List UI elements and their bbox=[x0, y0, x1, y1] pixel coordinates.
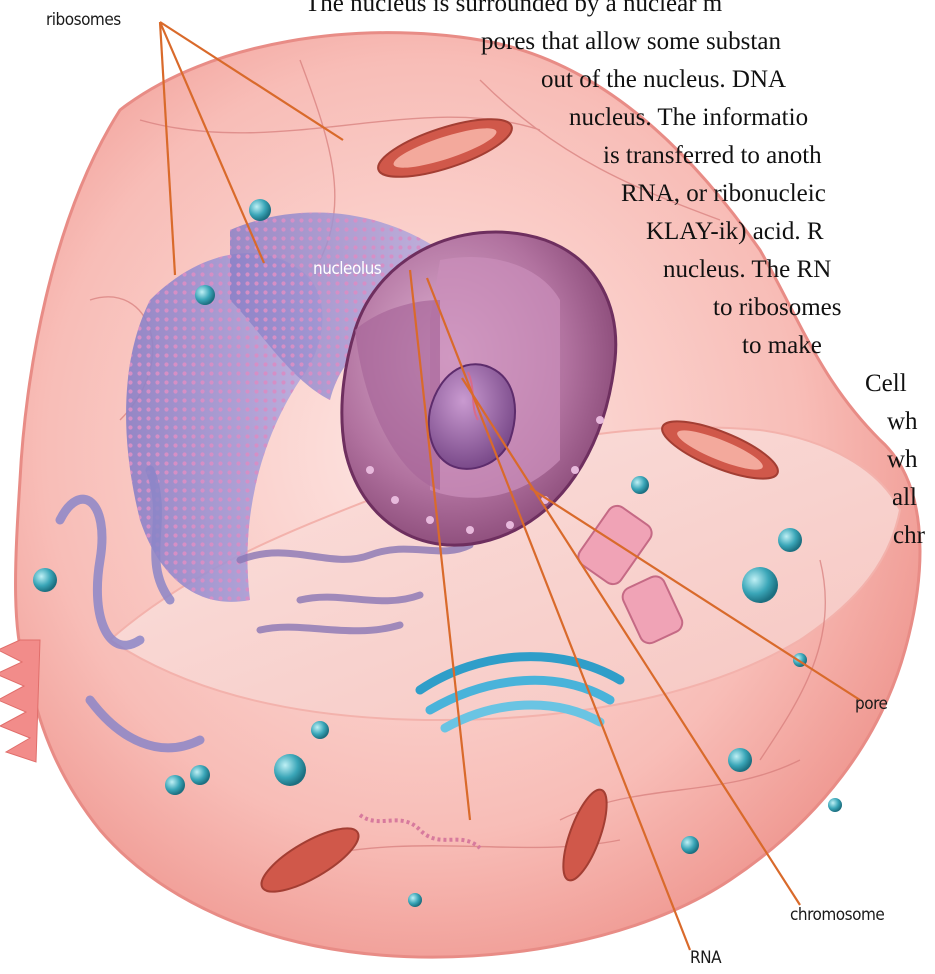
paragraph-line-14: all bbox=[892, 479, 917, 517]
paragraph-line-12: wh bbox=[887, 403, 918, 441]
paragraph-line-3: out of the nucleus. DNA bbox=[541, 61, 786, 99]
paragraph-line-5: is transferred to anoth bbox=[603, 137, 822, 175]
label-nucleolus: nucleolus bbox=[313, 259, 381, 279]
paragraph-line-2: pores that allow some substan bbox=[481, 23, 781, 61]
label-ribosomes: ribosomes bbox=[46, 10, 121, 30]
paragraph-line-13: wh bbox=[887, 441, 918, 479]
paragraph-line-7: KLAY-ik) acid. R bbox=[646, 213, 824, 251]
paragraph-line-8: nucleus. The RN bbox=[663, 251, 831, 289]
membrane-projections bbox=[0, 640, 40, 762]
paragraph-line-6: RNA, or ribonucleic bbox=[621, 175, 826, 213]
label-rna: RNA bbox=[690, 948, 721, 968]
paragraph-line-1: The nucleus is surrounded by a nuclear m bbox=[305, 0, 722, 23]
paragraph-line-4: nucleus. The informatio bbox=[569, 99, 808, 137]
label-chromosome: chromosome bbox=[790, 905, 884, 925]
paragraph-line-15: chr bbox=[893, 517, 925, 555]
label-pore: pore bbox=[855, 694, 887, 714]
paragraph-line-10: to make bbox=[742, 327, 822, 365]
paragraph-line-9: to ribosomes bbox=[713, 289, 841, 327]
paragraph-line-11: Cell bbox=[865, 365, 907, 403]
